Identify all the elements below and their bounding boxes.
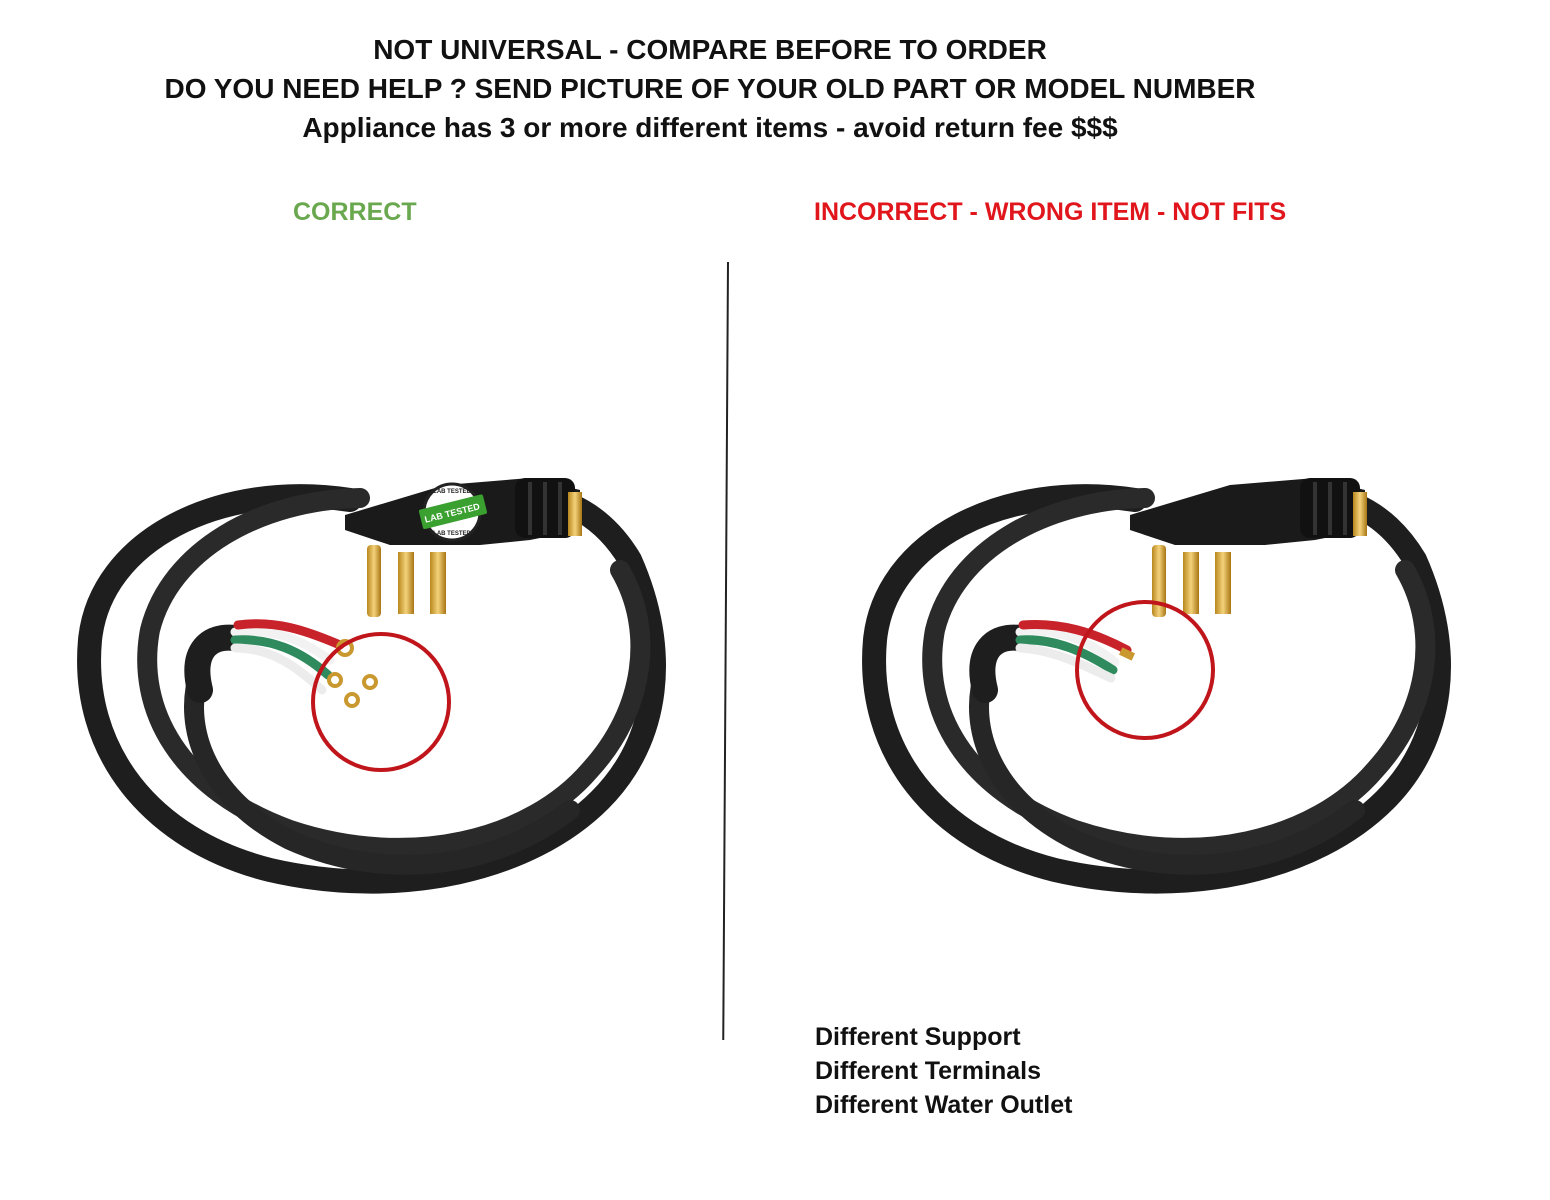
incorrect-label: INCORRECT - WRONG ITEM - NOT FITS xyxy=(814,198,1287,226)
header-line-1: NOT UNIVERSAL - COMPARE BEFORE TO ORDER xyxy=(373,34,1047,65)
correct-label: CORRECT xyxy=(293,198,417,226)
seal-bottom-text: LAB TESTED xyxy=(433,531,471,537)
note-support: Different Support xyxy=(815,1023,1021,1051)
header-line-2: DO YOU NEED HELP ? SEND PICTURE OF YOUR … xyxy=(164,73,1256,104)
correct-cord-image: LAB TESTED LAB TESTED LAB TESTED xyxy=(77,478,666,894)
note-terminals: Different Terminals xyxy=(815,1057,1041,1085)
header: NOT UNIVERSAL - COMPARE BEFORE TO ORDER … xyxy=(0,30,1420,147)
divider-line xyxy=(722,261,729,1040)
difference-notes: Different Support Different Terminals Di… xyxy=(815,1020,1072,1122)
highlight-circle xyxy=(1075,600,1215,740)
lab-tested-seal: LAB TESTED LAB TESTED LAB TESTED xyxy=(418,482,487,542)
seal-top-text: LAB TESTED xyxy=(433,489,471,495)
highlight-circle xyxy=(311,632,451,772)
note-water-outlet: Different Water Outlet xyxy=(815,1091,1073,1119)
header-line-3: Appliance has 3 or more different items … xyxy=(302,112,1118,143)
incorrect-cord-image xyxy=(862,478,1451,894)
